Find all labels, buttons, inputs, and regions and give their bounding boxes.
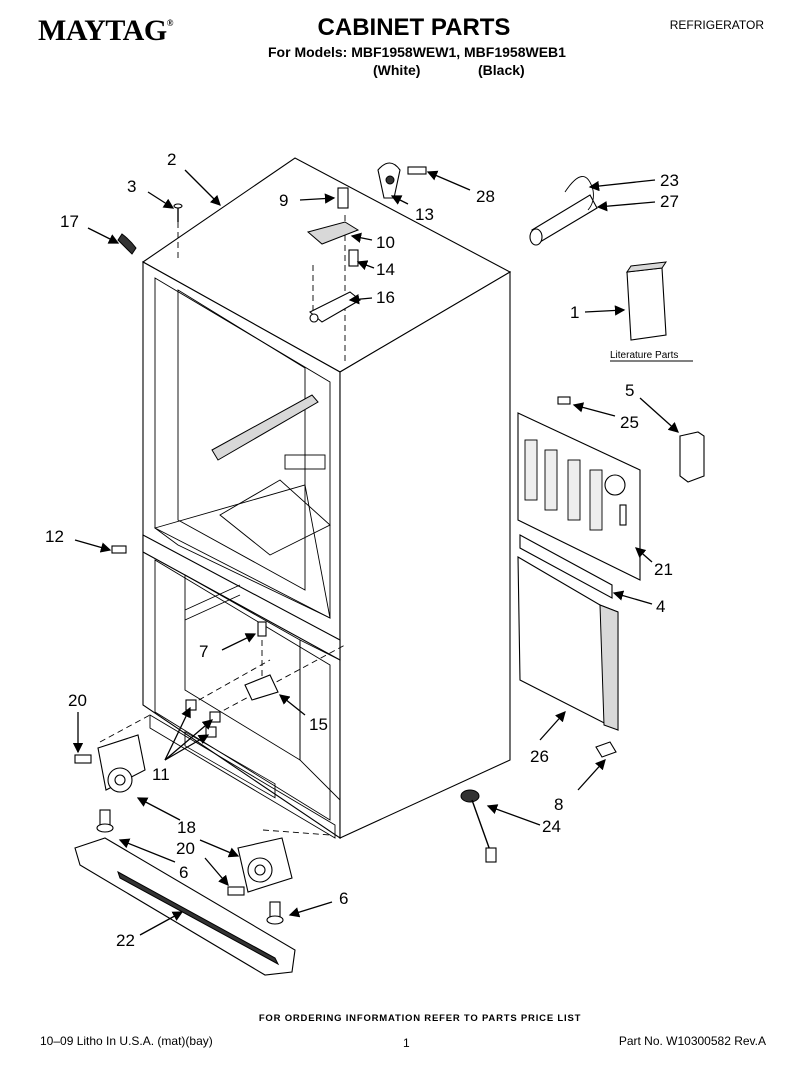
callout-7: 7 (199, 642, 208, 661)
callout-12: 12 (45, 527, 64, 546)
side-clip (679, 431, 705, 483)
callout-13: 13 (415, 205, 434, 224)
model-numbers: For Models: MBF1958WEW1, MBF1958WEB1 (268, 44, 566, 60)
callout-14: 14 (376, 260, 395, 279)
callout-3: 3 (127, 177, 136, 196)
callout-5: 5 (625, 381, 634, 400)
callout-22: 22 (116, 931, 135, 950)
callout-23: 23 (660, 171, 679, 190)
callout-numbers: 2 3 17 9 10 14 16 13 28 23 27 1 5 25 21 … (45, 150, 679, 950)
page-number: 1 (403, 1036, 410, 1050)
screw-part (173, 203, 183, 222)
callout-24: 24 (542, 817, 561, 836)
lower-front-panel (517, 556, 619, 731)
fastener-screws (111, 545, 279, 738)
registered-mark: ® (166, 18, 174, 28)
ordering-note: FOR ORDERING INFORMATION REFER TO PARTS … (258, 1013, 582, 1024)
callout-6-right: 6 (339, 889, 348, 908)
callout-26: 26 (530, 747, 549, 766)
callout-20-left: 20 (68, 691, 87, 710)
access-panel-grille (517, 396, 641, 581)
callout-9: 9 (279, 191, 288, 210)
callout-16: 16 (376, 288, 395, 307)
water-fitting (529, 176, 598, 246)
roller-bracket-left (74, 734, 146, 793)
small-clip (595, 741, 617, 758)
callout-leaders (72, 169, 679, 936)
callout-6-left: 6 (179, 863, 188, 882)
leveling-leg-right (266, 901, 284, 925)
callout-25: 25 (620, 413, 639, 432)
cabinet-body (99, 157, 512, 840)
callout-2: 2 (167, 150, 176, 169)
callout-27: 27 (660, 192, 679, 211)
callout-11: 11 (152, 765, 170, 784)
callout-8: 8 (554, 795, 563, 814)
variant-white-label: (White) (373, 62, 421, 78)
page-title: CABINET PARTS (317, 14, 511, 41)
hinge-cover (377, 162, 427, 199)
callout-1: 1 (570, 303, 579, 322)
callout-28: 28 (476, 187, 495, 206)
clip-part (117, 233, 137, 255)
brand-name: MAYTAG (38, 14, 167, 47)
trim-strip (519, 534, 613, 599)
top-hinge-assembly (306, 187, 361, 323)
leveling-leg-left (96, 809, 114, 833)
part-number: Part No. W10300582 Rev.A (618, 1034, 766, 1048)
callout-18: 18 (177, 818, 196, 837)
callout-21: 21 (654, 560, 673, 579)
literature-parts: Literature Parts (610, 261, 693, 362)
variant-black-label: (Black) (478, 62, 525, 78)
callout-17: 17 (60, 212, 79, 231)
callout-10: 10 (376, 233, 395, 252)
literature-label: Literature Parts (610, 350, 678, 361)
leveling-leg-tool (460, 789, 497, 863)
category-label: REFRIGERATOR (669, 18, 764, 32)
litho-info: 10–09 Litho In U.S.A. (mat)(bay) (40, 1034, 213, 1048)
toe-grille (74, 837, 296, 976)
brand-logo: MAYTAG® (38, 14, 173, 48)
callout-20-right: 20 (176, 839, 195, 858)
roller-bracket-right (227, 837, 293, 896)
callout-15: 15 (309, 715, 328, 734)
callout-4: 4 (656, 597, 665, 616)
